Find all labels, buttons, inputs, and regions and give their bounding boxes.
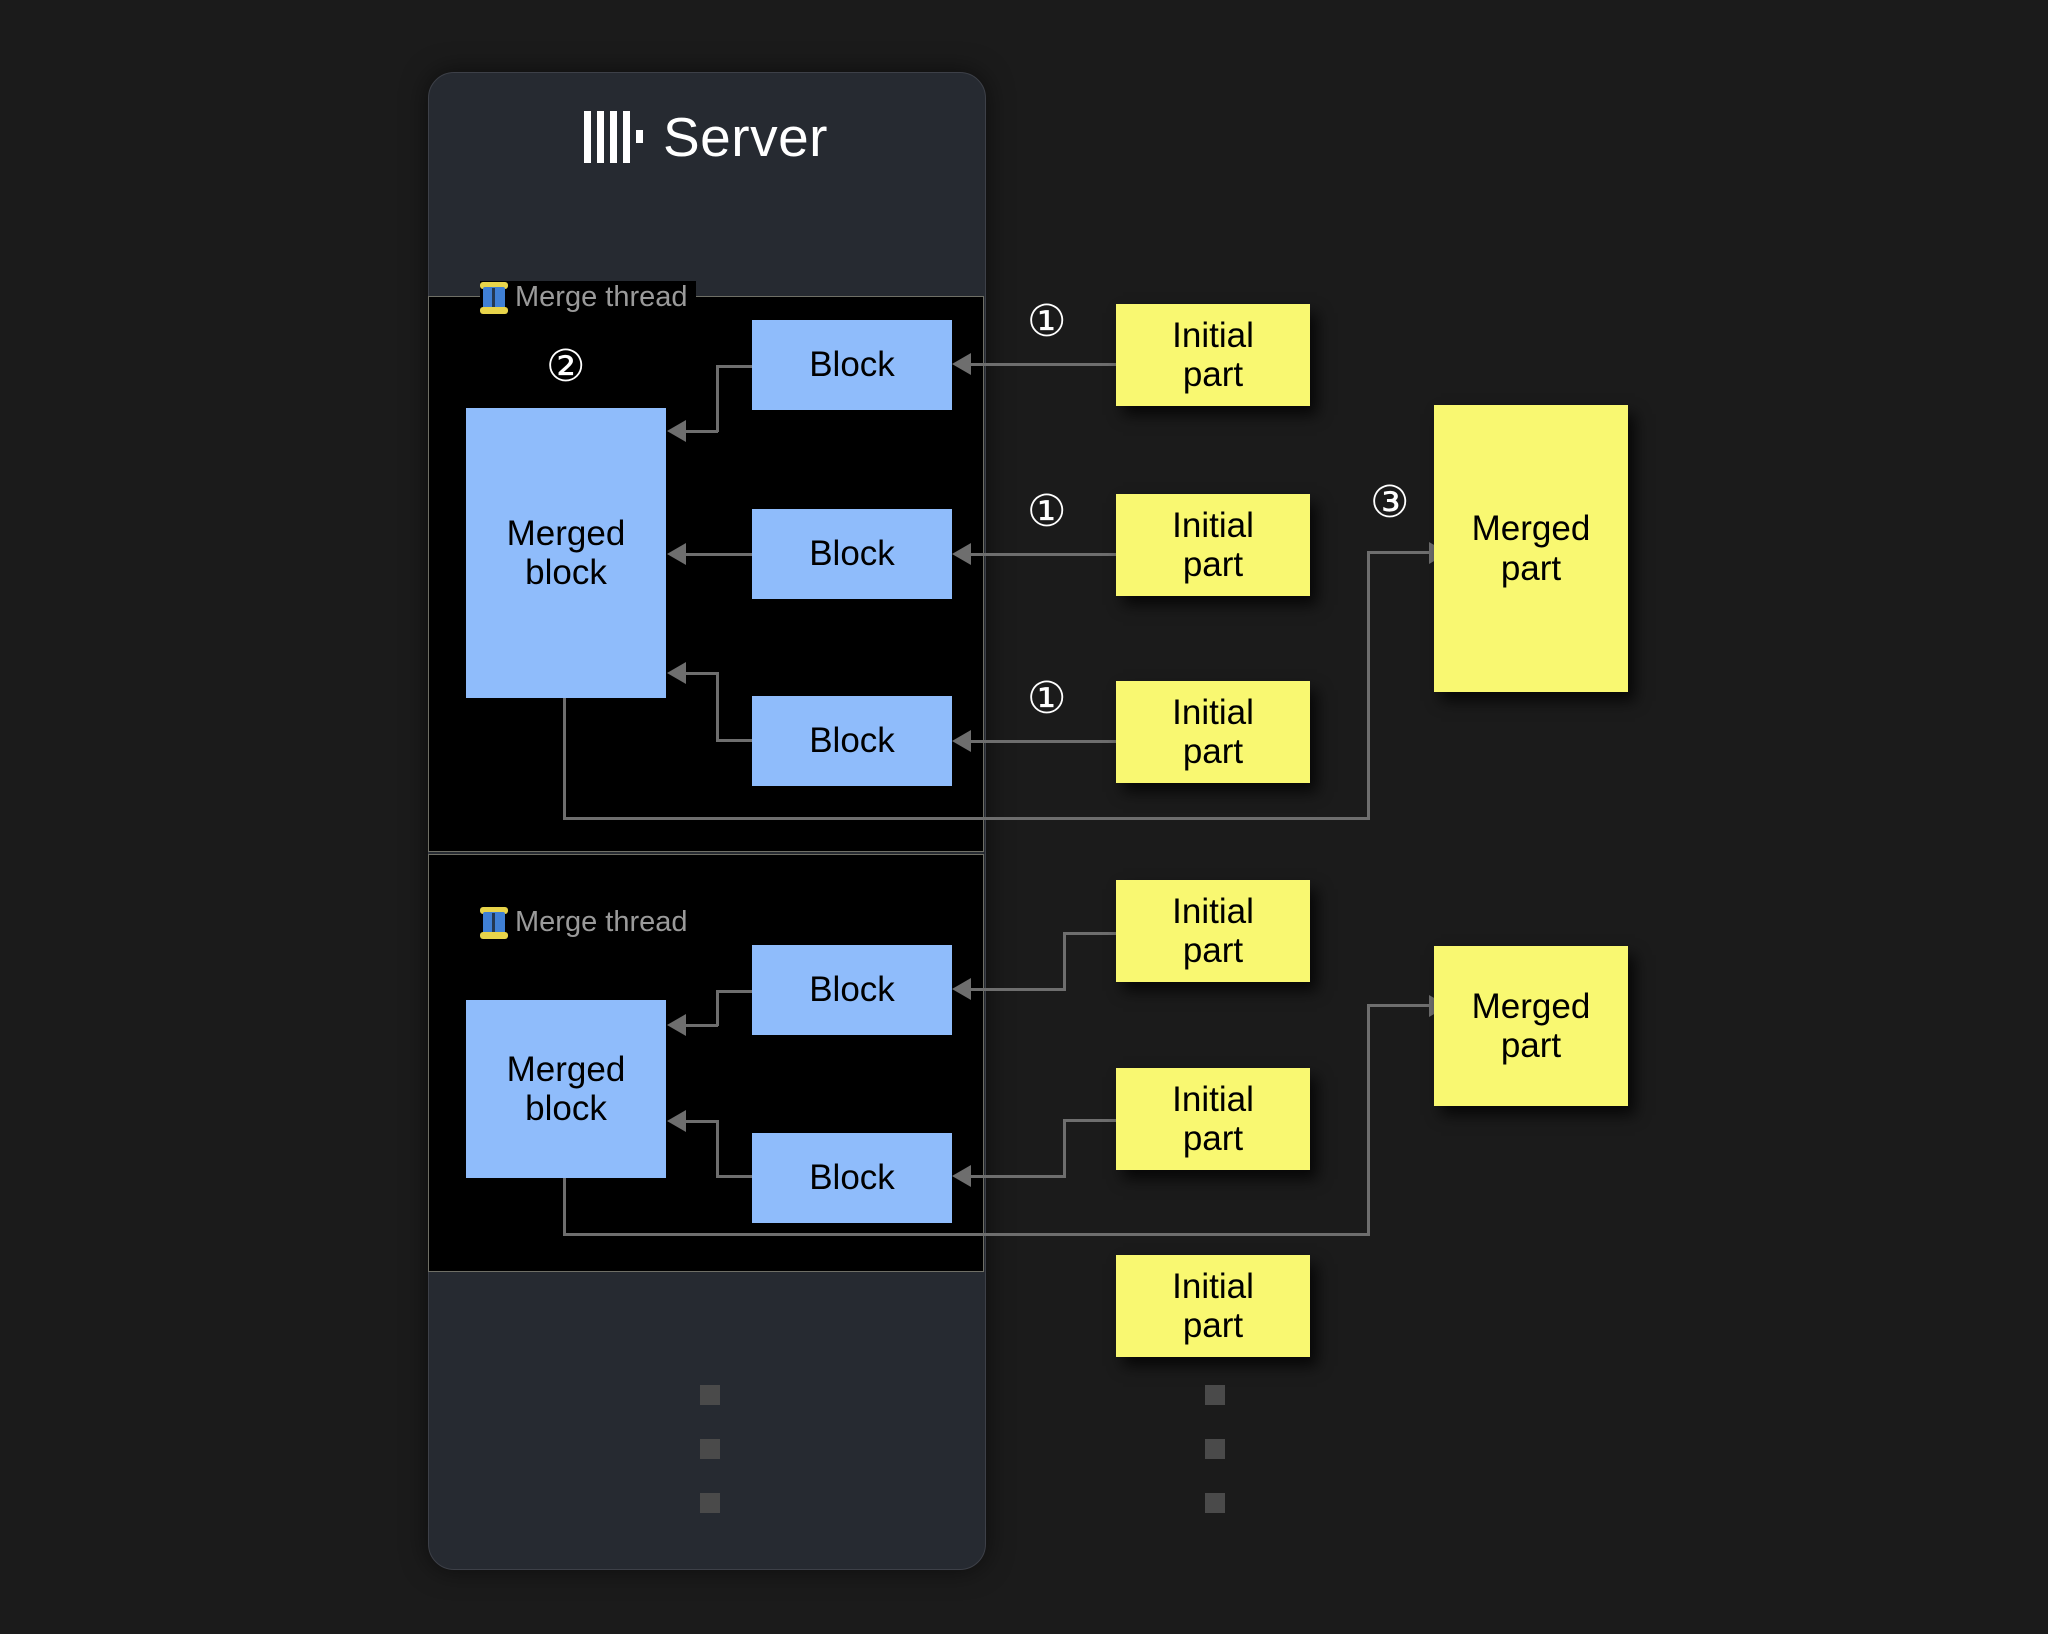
block-1-3: Block bbox=[752, 696, 952, 786]
arrow-block1-3 bbox=[667, 662, 686, 684]
connector-block2-2-h-out bbox=[686, 1120, 718, 1123]
thread-spool-icon bbox=[480, 906, 508, 939]
server-ellipsis bbox=[700, 1385, 720, 1547]
connector-merged1-h-end bbox=[1367, 551, 1429, 554]
marker-step-1-middle: ① bbox=[1027, 486, 1067, 537]
merge-thread-label-1: Merge thread bbox=[480, 281, 696, 314]
marker-step-2: ② bbox=[546, 341, 586, 392]
connector-part2-2-h bbox=[971, 1175, 1066, 1178]
block-1-1: Block bbox=[752, 320, 952, 410]
thread-spool-icon bbox=[480, 281, 508, 314]
merged-block-label: Merged block bbox=[506, 513, 626, 592]
connector-part2-2-h-top bbox=[1063, 1119, 1118, 1122]
arrow-part1-1 bbox=[952, 353, 971, 375]
arrow-part1-2 bbox=[952, 543, 971, 565]
block-2-1: Block bbox=[752, 945, 952, 1035]
connector-part1-3 bbox=[971, 740, 1116, 743]
ellipsis-dot bbox=[1205, 1439, 1225, 1459]
connector-block1-3-h-out bbox=[686, 672, 718, 675]
connector-block2-1-h-in bbox=[716, 990, 754, 993]
connector-part2-1-v bbox=[1063, 932, 1066, 989]
arrow-block2-1 bbox=[667, 1014, 686, 1036]
merge-thread-label-text: Merge thread bbox=[515, 906, 688, 938]
connector-merged1-h bbox=[563, 817, 1370, 820]
marker-step-3: ③ bbox=[1370, 477, 1410, 528]
arrow-block2-2 bbox=[667, 1110, 686, 1132]
block-1-2: Block bbox=[752, 509, 952, 599]
connector-block2-2-h-in bbox=[716, 1175, 754, 1178]
connector-merged2-h-end bbox=[1367, 1004, 1429, 1007]
merged-block-2: Merged block bbox=[466, 1000, 666, 1178]
connector-merged2-v-down bbox=[563, 1178, 566, 1236]
arrow-part2-1 bbox=[952, 978, 971, 1000]
connector-merged2-h bbox=[563, 1233, 1370, 1236]
arrow-part2-2 bbox=[952, 1165, 971, 1187]
server-title-text: Server bbox=[663, 106, 828, 168]
connector-part1-2 bbox=[971, 553, 1116, 556]
arrow-block1-2 bbox=[667, 543, 686, 565]
marker-step-1-bottom: ① bbox=[1027, 673, 1067, 724]
connector-block1-1-h-in bbox=[716, 365, 754, 368]
connector-block1-3-v bbox=[716, 672, 719, 742]
merged-block-1: Merged block bbox=[466, 408, 666, 698]
ellipsis-dot bbox=[1205, 1493, 1225, 1513]
connector-merged1-v-down bbox=[563, 698, 566, 820]
ellipsis-dot bbox=[700, 1385, 720, 1405]
ellipsis-dot bbox=[700, 1493, 720, 1513]
merge-thread-label-2: Merge thread bbox=[480, 906, 696, 939]
marker-step-1-top: ① bbox=[1027, 296, 1067, 347]
block-2-2: Block bbox=[752, 1133, 952, 1223]
connector-merged2-v-up bbox=[1367, 1004, 1370, 1236]
connector-block1-1-v bbox=[716, 365, 719, 432]
connector-block1-1-h-out bbox=[686, 430, 718, 433]
arrow-part1-3 bbox=[952, 730, 971, 752]
server-title: Server bbox=[428, 105, 984, 169]
connector-block1-3-h-in bbox=[716, 739, 754, 742]
connector-merged1-v-up bbox=[1367, 551, 1370, 820]
connector-part2-1-h-top bbox=[1063, 932, 1118, 935]
connector-block2-1-v bbox=[716, 990, 719, 1026]
connector-part2-2-v bbox=[1063, 1119, 1066, 1177]
connector-part2-1-h bbox=[971, 988, 1066, 991]
parts-ellipsis bbox=[1205, 1385, 1225, 1547]
connector-part1-1 bbox=[971, 363, 1116, 366]
ellipsis-dot bbox=[1205, 1385, 1225, 1405]
arrow-block1-1 bbox=[667, 420, 686, 442]
connector-block2-1-h-out bbox=[686, 1024, 718, 1027]
merge-thread-label-text: Merge thread bbox=[515, 281, 688, 313]
connector-block2-2-v bbox=[716, 1120, 719, 1177]
ellipsis-dot bbox=[700, 1439, 720, 1459]
connector-block1-2-h bbox=[686, 553, 754, 556]
merged-block-label: Merged block bbox=[506, 1049, 626, 1128]
clickhouse-logo-icon bbox=[584, 111, 643, 163]
